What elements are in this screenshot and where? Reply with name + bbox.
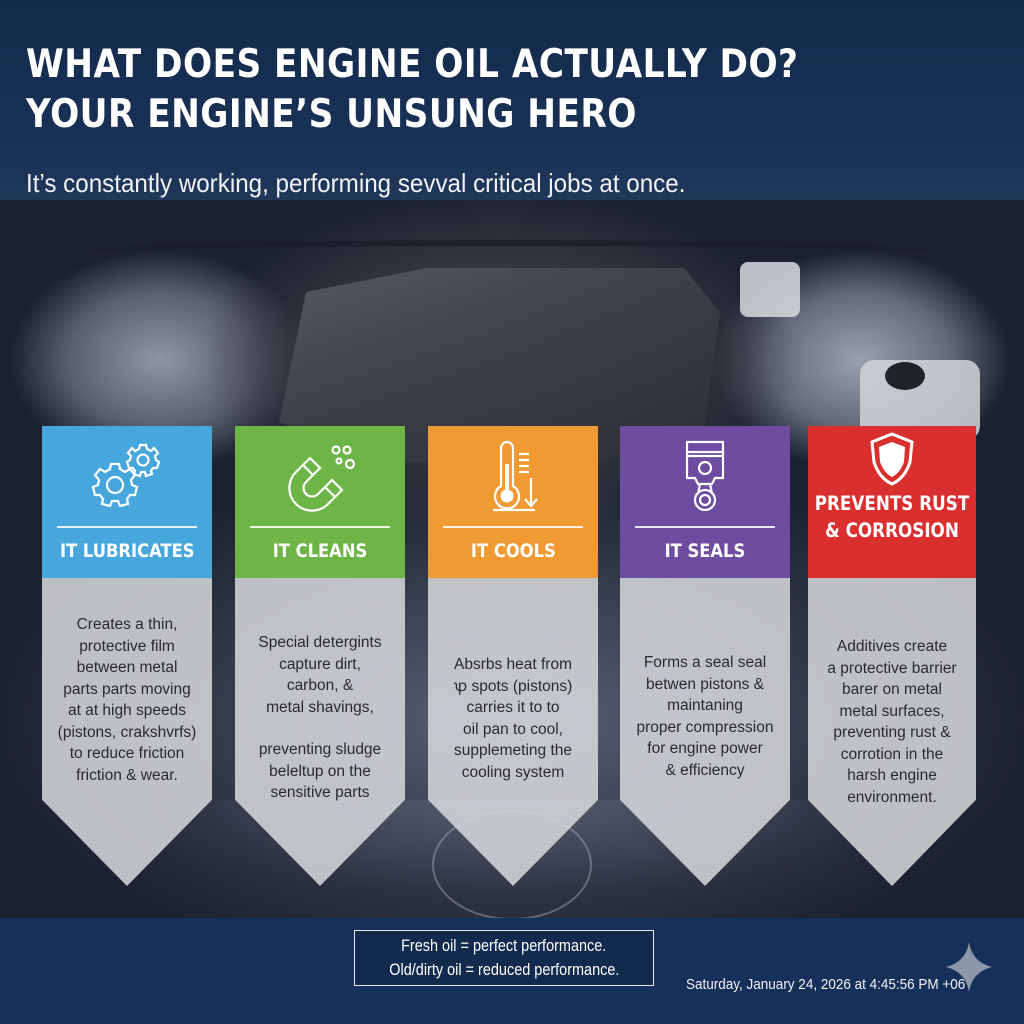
desc-line: for engine power: [647, 740, 763, 757]
hood-edge: [70, 240, 950, 266]
card-description: Absrbs heat from ꝕ spots (pistons) carri…: [434, 654, 592, 783]
card-divider: [57, 526, 197, 528]
desc-line: Additives create: [836, 638, 948, 655]
desc-line: carries it to to: [466, 699, 560, 716]
card-cools: IT COOLS Absrbs heat from ꝕ spots (pisto…: [428, 426, 598, 886]
desc-line: Special detergints: [258, 634, 382, 651]
desc-line: cooling system: [461, 763, 565, 781]
card-description: Forms a seal seal betwen pistons & maint…: [626, 652, 784, 781]
desc-line: between metal: [76, 659, 178, 676]
desc-line: environment.: [847, 788, 937, 806]
desc-line: parts parts moving: [63, 680, 191, 698]
page-title: WHAT DOES ENGINE OIL ACTUALLY DO? YOUR E…: [26, 40, 888, 140]
desc-line: capture dirt,: [279, 655, 361, 673]
desc-line: betwen pistons &: [645, 675, 765, 693]
card-lubricates: IT LUBRICATES Creates a thin, protective…: [42, 426, 212, 886]
card-header: IT LUBRICATES: [42, 426, 212, 578]
timestamp: Saturday, January 24, 2026 at 4:45:56 PM…: [686, 976, 966, 993]
callout-line-1: Fresh oil = perfect performance.: [401, 936, 607, 955]
desc-line: Absrbs heat from: [453, 656, 573, 673]
desc-line: supplemeting the: [453, 742, 573, 759]
desc-line: beleltup on the: [269, 762, 371, 780]
card-header: PREVENTS RUST & CORROSION: [808, 426, 976, 578]
card-header: IT COOLS: [428, 426, 598, 578]
card-divider: [635, 526, 775, 528]
desc-line: metal shavings,: [266, 698, 374, 716]
desc-line: (pistons, crakshvrfs): [57, 723, 197, 741]
callout-line-2: Old/dirty oil = reduced performance.: [388, 960, 620, 979]
card-prevents-rust: PREVENTS RUST & CORROSION Additives crea…: [808, 426, 976, 886]
card-divider: [250, 526, 390, 528]
sparkle-icon: [946, 942, 992, 992]
card-divider: [443, 526, 583, 528]
page-subtitle: It’s constantly working, performing sevv…: [26, 168, 686, 198]
desc-line: corrotion in the: [840, 745, 944, 763]
desc-line: & efficiency: [665, 761, 745, 779]
card-title: PREVENTS RUST & CORROSION: [814, 492, 970, 542]
desc-line: Creates a thin,: [76, 616, 178, 633]
gears-icon: [87, 436, 167, 516]
thermometer-icon: [473, 436, 553, 516]
desc-line: harsh engine: [847, 767, 937, 784]
desc-line: proper compression: [636, 718, 774, 736]
card-cleans: IT CLEANS Special detergints capture dir…: [235, 426, 405, 886]
desc-line: oil pan to cool,: [463, 720, 563, 738]
summary-callout: Fresh oil = perfect performance. Old/dir…: [354, 930, 654, 986]
desc-line: a protective barrier: [827, 659, 957, 677]
card-header: IT SEALS: [620, 426, 790, 578]
card-title: IT CLEANS: [272, 540, 368, 562]
shield-icon: [852, 430, 932, 488]
card-title: IT SEALS: [664, 540, 746, 562]
desc-line: friction & wear.: [76, 766, 178, 784]
title-line-1: WHAT DOES ENGINE OIL ACTUALLY DO?: [26, 42, 799, 87]
desc-line: ꝕ spots (pistons): [453, 677, 573, 695]
desc-line: to reduce friction: [69, 745, 185, 762]
desc-line: Forms a seal seal: [643, 654, 767, 671]
piston-icon: [665, 436, 745, 516]
desc-line: metal surfaces,: [839, 702, 945, 720]
card-title: IT LUBRICATES: [59, 540, 195, 562]
desc-line: preventing rust &: [833, 724, 951, 741]
desc-line: at at high speeds: [67, 702, 187, 719]
desc-line: protective film: [79, 637, 175, 655]
card-description: Creates a thin, protective film between …: [48, 614, 206, 786]
paragraph-gap: [241, 718, 399, 739]
card-title: IT COOLS: [470, 540, 556, 562]
desc-line: carbon, &: [286, 677, 354, 694]
desc-line: sensitive parts: [270, 784, 370, 801]
desc-line: maintaning: [667, 697, 743, 714]
desc-line: preventing sludge: [258, 741, 382, 758]
card-description: Special detergints capture dirt, carbon,…: [241, 632, 399, 804]
magnet-icon: [280, 436, 360, 516]
card-header: IT CLEANS: [235, 426, 405, 578]
brake-fluid-reservoir: [740, 262, 800, 317]
card-seals: IT SEALS Forms a seal seal betwen piston…: [620, 426, 790, 886]
card-description: Additives create a protective barrier ba…: [814, 636, 970, 808]
title-line-2: YOUR ENGINE’S UNSUNG HERO: [26, 92, 637, 137]
reservoir-cap: [885, 362, 925, 390]
desc-line: barer on metal: [842, 681, 942, 698]
